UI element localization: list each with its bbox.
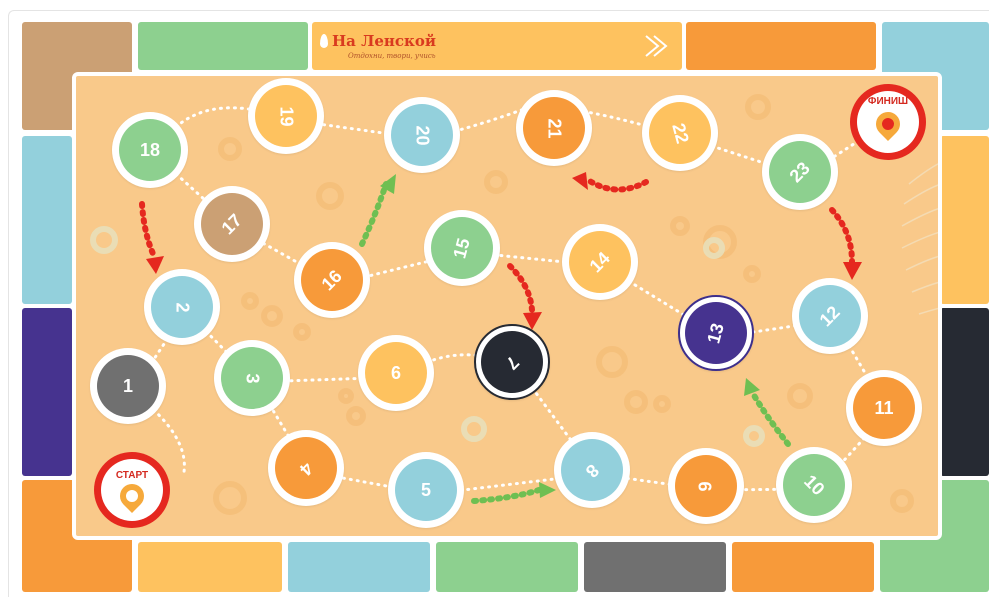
cell-number: 10 <box>783 454 845 516</box>
cell-label: 12 <box>815 301 844 330</box>
board-cell-23[interactable]: 23 <box>762 134 838 210</box>
board-cell-6[interactable]: 6 <box>358 335 434 411</box>
cell-number: 21 <box>523 97 585 159</box>
board-cell-2[interactable]: 2 <box>144 269 220 345</box>
cell-label: 17 <box>217 209 246 238</box>
cell-number: 16 <box>301 249 363 311</box>
cell-number: 12 <box>799 285 861 347</box>
border-tile-left-1 <box>22 136 72 304</box>
start-marker: СТАРТ <box>94 452 170 528</box>
cell-number: 6 <box>365 342 427 404</box>
double-chevron-right-icon <box>640 30 672 62</box>
cell-number: 11 <box>853 377 915 439</box>
cell-number: 23 <box>769 141 831 203</box>
cell-label: 16 <box>317 265 346 294</box>
flame-icon <box>320 34 328 48</box>
finish-marker: ФИНИШ <box>850 84 926 160</box>
border-tile-top-3 <box>686 22 876 70</box>
cell-number: 18 <box>119 119 181 181</box>
cell-label: 11 <box>874 398 893 419</box>
board-cell-7[interactable]: 7 <box>474 324 550 400</box>
start-label: СТАРТ <box>94 470 170 481</box>
board-cell-15[interactable]: 15 <box>424 210 500 286</box>
cell-number: 13 <box>685 302 747 364</box>
border-tile-bottom-2 <box>288 542 430 592</box>
board-cell-17[interactable]: 17 <box>194 186 270 262</box>
cell-number: 4 <box>275 437 337 499</box>
board-cell-10[interactable]: 10 <box>776 447 852 523</box>
finish-label: ФИНИШ <box>850 96 926 107</box>
cell-number: 2 <box>151 276 213 338</box>
cell-number: 17 <box>201 193 263 255</box>
cell-label: 9 <box>695 481 716 491</box>
cell-number: 15 <box>431 217 493 279</box>
board-cell-20[interactable]: 20 <box>384 97 460 173</box>
cell-number: 7 <box>481 331 543 393</box>
cell-number: 1 <box>97 355 159 417</box>
board-cell-8[interactable]: 8 <box>554 432 630 508</box>
cell-label: 10 <box>799 470 828 499</box>
cell-label: 3 <box>241 373 262 383</box>
border-tile-bottom-4 <box>584 542 726 592</box>
border-tile-top-1 <box>138 22 308 70</box>
cell-number: 8 <box>561 439 623 501</box>
border-tile-bottom-3 <box>436 542 578 592</box>
brand-name: На Ленской <box>332 32 436 50</box>
cell-label: 14 <box>585 247 614 276</box>
board-cell-11[interactable]: 11 <box>846 370 922 446</box>
board-cell-14[interactable]: 14 <box>562 224 638 300</box>
brand-banner: На Ленской Отдохни, твори, учись <box>312 22 682 70</box>
border-tile-bottom-5 <box>732 542 874 592</box>
board-cell-13[interactable]: 13 <box>678 295 754 371</box>
cell-label: 8 <box>581 459 603 481</box>
cell-label: 19 <box>276 106 297 126</box>
board-cell-4[interactable]: 4 <box>268 430 344 506</box>
board-cell-18[interactable]: 18 <box>112 112 188 188</box>
cell-number: 3 <box>221 347 283 409</box>
cell-label: 6 <box>391 363 401 384</box>
board-cell-1[interactable]: 1 <box>90 348 166 424</box>
cell-label: 5 <box>421 480 431 501</box>
board-cell-16[interactable]: 16 <box>294 242 370 318</box>
border-tile-bottom-1 <box>138 542 282 592</box>
cell-number: 20 <box>391 104 453 166</box>
board-cell-9[interactable]: 9 <box>668 448 744 524</box>
cell-label: 15 <box>449 236 474 261</box>
board-cell-19[interactable]: 19 <box>248 78 324 154</box>
board-cell-12[interactable]: 12 <box>792 278 868 354</box>
cell-label: 23 <box>785 157 814 186</box>
cell-label: 7 <box>501 351 523 373</box>
board-cell-22[interactable]: 22 <box>642 95 718 171</box>
cell-label: 1 <box>123 376 133 397</box>
cell-label: 20 <box>412 125 433 145</box>
cell-number: 5 <box>395 459 457 521</box>
border-tile-right-1 <box>940 136 989 304</box>
cell-label: 4 <box>295 457 317 479</box>
cell-number: 9 <box>675 455 737 517</box>
cell-number: 22 <box>649 102 711 164</box>
border-tile-left-2 <box>22 308 72 476</box>
cell-label: 13 <box>703 321 728 346</box>
border-tile-right-2 <box>940 308 989 476</box>
board-cell-5[interactable]: 5 <box>388 452 464 528</box>
board-cell-3[interactable]: 3 <box>214 340 290 416</box>
cell-label: 22 <box>667 121 692 146</box>
board-cell-21[interactable]: 21 <box>516 90 592 166</box>
brand-tagline: Отдохни, твори, учись <box>348 52 436 60</box>
cell-number: 14 <box>569 231 631 293</box>
cell-label: 21 <box>544 118 565 138</box>
cell-label: 2 <box>171 302 192 312</box>
brand-logo: На Ленской <box>320 32 436 50</box>
cell-number: 19 <box>255 85 317 147</box>
cell-label: 18 <box>140 140 160 161</box>
